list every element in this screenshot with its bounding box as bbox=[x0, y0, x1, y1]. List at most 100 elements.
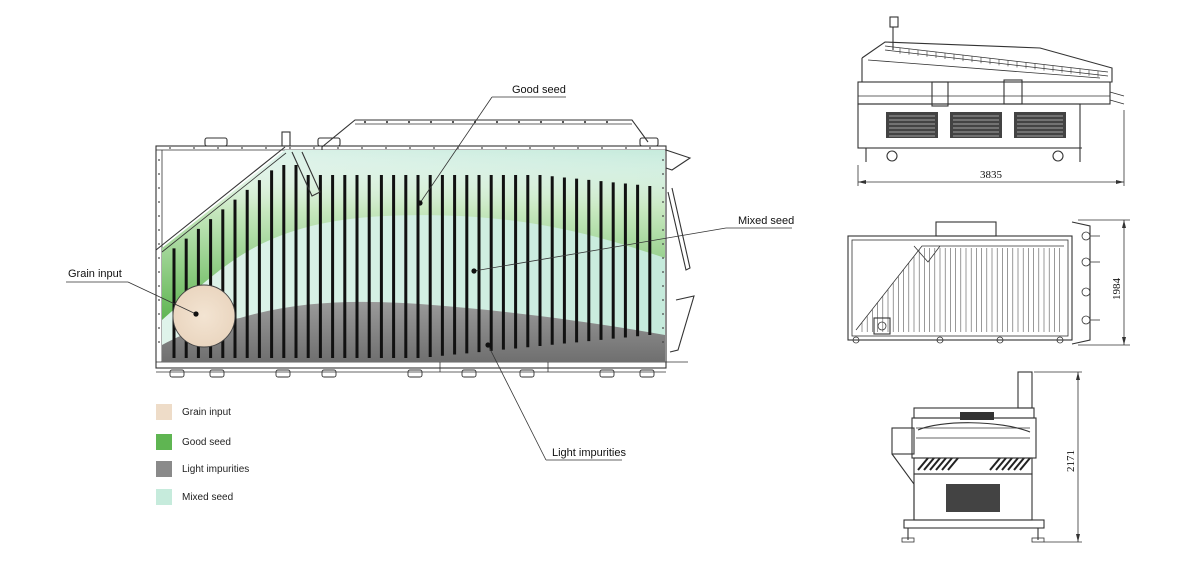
sieve-ticks bbox=[899, 47, 1099, 77]
motor-grills bbox=[889, 115, 1063, 137]
legend-label-good-seed: Good seed bbox=[182, 437, 231, 448]
front-slat bbox=[989, 457, 1001, 471]
hood-bolt bbox=[451, 120, 455, 124]
frame-rivet bbox=[361, 147, 363, 149]
callout-grain-input: Grain input bbox=[66, 268, 199, 317]
grain-input-zone bbox=[172, 284, 236, 348]
frame-rivet bbox=[409, 147, 411, 149]
width-dimension: 1984 bbox=[1111, 278, 1123, 301]
frame-rivet bbox=[662, 271, 664, 273]
frame-rivet bbox=[158, 313, 160, 315]
front-view-drawing: 2171 bbox=[891, 371, 1082, 543]
legend-label-light-impurities: Light impurities bbox=[182, 464, 249, 475]
base-foot bbox=[639, 369, 655, 378]
frame-rivet bbox=[158, 243, 160, 245]
frame-rivet bbox=[158, 341, 160, 343]
legend-swatch-light-impurities bbox=[156, 461, 172, 477]
grain-input-label: Grain input bbox=[68, 268, 122, 280]
base-foot bbox=[407, 369, 423, 378]
mixed-seed-label: Mixed seed bbox=[738, 215, 794, 227]
frame-rivet bbox=[158, 187, 160, 189]
callout-mixed-seed: Mixed seed bbox=[471, 215, 794, 274]
frame-rivet bbox=[662, 187, 664, 189]
front-slat bbox=[941, 457, 953, 471]
frame-rivet bbox=[662, 159, 664, 161]
front-slat bbox=[1013, 457, 1025, 471]
legend-swatch-good-seed bbox=[156, 434, 172, 450]
base-foot bbox=[275, 369, 291, 378]
hood-bolt bbox=[561, 120, 565, 124]
base-foot bbox=[599, 369, 615, 378]
legend-label-grain-input: Grain input bbox=[182, 407, 231, 418]
hood-bolt bbox=[605, 120, 609, 124]
legend: Grain input Good seed Light impurities M… bbox=[156, 404, 249, 505]
hood-bolts bbox=[363, 120, 609, 124]
length-dimension: 3835 bbox=[980, 169, 1003, 181]
front-slat bbox=[1001, 457, 1013, 471]
frame-rivet bbox=[662, 201, 664, 203]
legend-swatch-grain-input bbox=[156, 404, 172, 420]
front-slat bbox=[947, 457, 959, 471]
frame-rivet bbox=[553, 147, 555, 149]
good-seed-label: Good seed bbox=[512, 84, 566, 96]
hood-bolt bbox=[407, 120, 411, 124]
hood-bolt bbox=[363, 120, 367, 124]
frame-rivet bbox=[158, 271, 160, 273]
hood-bolt bbox=[429, 120, 433, 124]
frame-rivet bbox=[433, 147, 435, 149]
callout-light-impurities: Light impurities bbox=[485, 342, 626, 461]
front-slat bbox=[935, 457, 947, 471]
base-foot bbox=[209, 369, 225, 378]
frame-rivet bbox=[601, 147, 603, 149]
frame-rivet bbox=[385, 147, 387, 149]
top-view-drawing: 1984 bbox=[847, 219, 1130, 346]
frame-rivet bbox=[158, 201, 160, 203]
base-feet bbox=[169, 369, 655, 378]
hood-bolt bbox=[539, 120, 543, 124]
frame-rivet bbox=[662, 341, 664, 343]
frame-rivet bbox=[337, 147, 339, 149]
frame-rivet bbox=[505, 147, 507, 149]
frame-rivet bbox=[158, 159, 160, 161]
base-foot bbox=[321, 369, 337, 378]
frame-rivet bbox=[158, 327, 160, 329]
frame-rivet bbox=[577, 147, 579, 149]
frame-rivet bbox=[158, 285, 160, 287]
callout-good-seed: Good seed bbox=[417, 84, 566, 206]
legend-swatch-mixed-seed bbox=[156, 489, 172, 505]
frame-rivet bbox=[217, 147, 219, 149]
height-dimension: 2171 bbox=[1065, 450, 1077, 472]
frame-rivet bbox=[662, 243, 664, 245]
frame-rivet bbox=[289, 147, 291, 149]
frame-rivet bbox=[313, 147, 315, 149]
front-slat bbox=[1007, 457, 1019, 471]
frame-rivet bbox=[158, 229, 160, 231]
separation-rods bbox=[172, 165, 652, 358]
front-slat bbox=[917, 457, 929, 471]
frame-rivet bbox=[662, 173, 664, 175]
hood-bolt bbox=[583, 120, 587, 124]
legend-label-mixed-seed: Mixed seed bbox=[182, 492, 233, 503]
front-slat bbox=[995, 457, 1007, 471]
frame-rivet bbox=[625, 147, 627, 149]
side-view-drawing: 3835 bbox=[857, 16, 1125, 186]
frame-rivet bbox=[169, 147, 171, 149]
frame-rivet bbox=[662, 313, 664, 315]
base-foot bbox=[169, 369, 185, 378]
front-slat bbox=[929, 457, 941, 471]
frame-rivets bbox=[158, 147, 664, 343]
front-slat bbox=[923, 457, 935, 471]
frame-rivet bbox=[158, 173, 160, 175]
frame-rivet bbox=[662, 327, 664, 329]
front-slat bbox=[1019, 457, 1031, 471]
frame-rivet bbox=[662, 285, 664, 287]
frame-rivet bbox=[662, 257, 664, 259]
frame-rivet bbox=[158, 257, 160, 259]
hood-bolt bbox=[517, 120, 521, 124]
light-impurities-label: Light impurities bbox=[552, 447, 626, 459]
frame-rivet bbox=[662, 215, 664, 217]
base-foot bbox=[461, 369, 477, 378]
frame-rivet bbox=[481, 147, 483, 149]
frame-rivet bbox=[265, 147, 267, 149]
